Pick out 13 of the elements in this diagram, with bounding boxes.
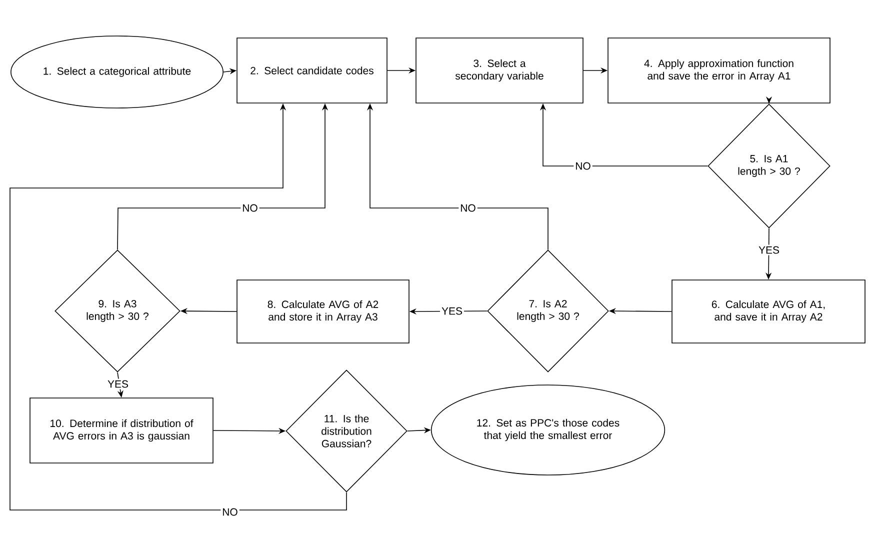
edge-label: YES bbox=[757, 244, 782, 256]
edge-label: YES bbox=[106, 378, 130, 390]
process-box: 3. Select a secondary variable bbox=[416, 38, 584, 104]
process-box: 8. Calculate AVG of A2 and store it in Array A3 bbox=[236, 280, 410, 344]
edge-label: YES bbox=[440, 306, 464, 316]
edge-label: NO bbox=[574, 160, 592, 172]
process-box: 4. Apply approximation function and save the error in Array A1 bbox=[608, 38, 830, 104]
process-box: 6. Calculate AVG of A1, and save it in Array A2 bbox=[672, 280, 866, 344]
edge-label: NO bbox=[240, 202, 260, 214]
process-box: 2. Select candidate codes bbox=[236, 38, 388, 104]
process-box: 10. Determine if distribution of AVG errors in A3 is gaussian bbox=[30, 398, 214, 464]
edge-label: NO bbox=[220, 506, 240, 518]
edge-label: NO bbox=[458, 202, 478, 214]
